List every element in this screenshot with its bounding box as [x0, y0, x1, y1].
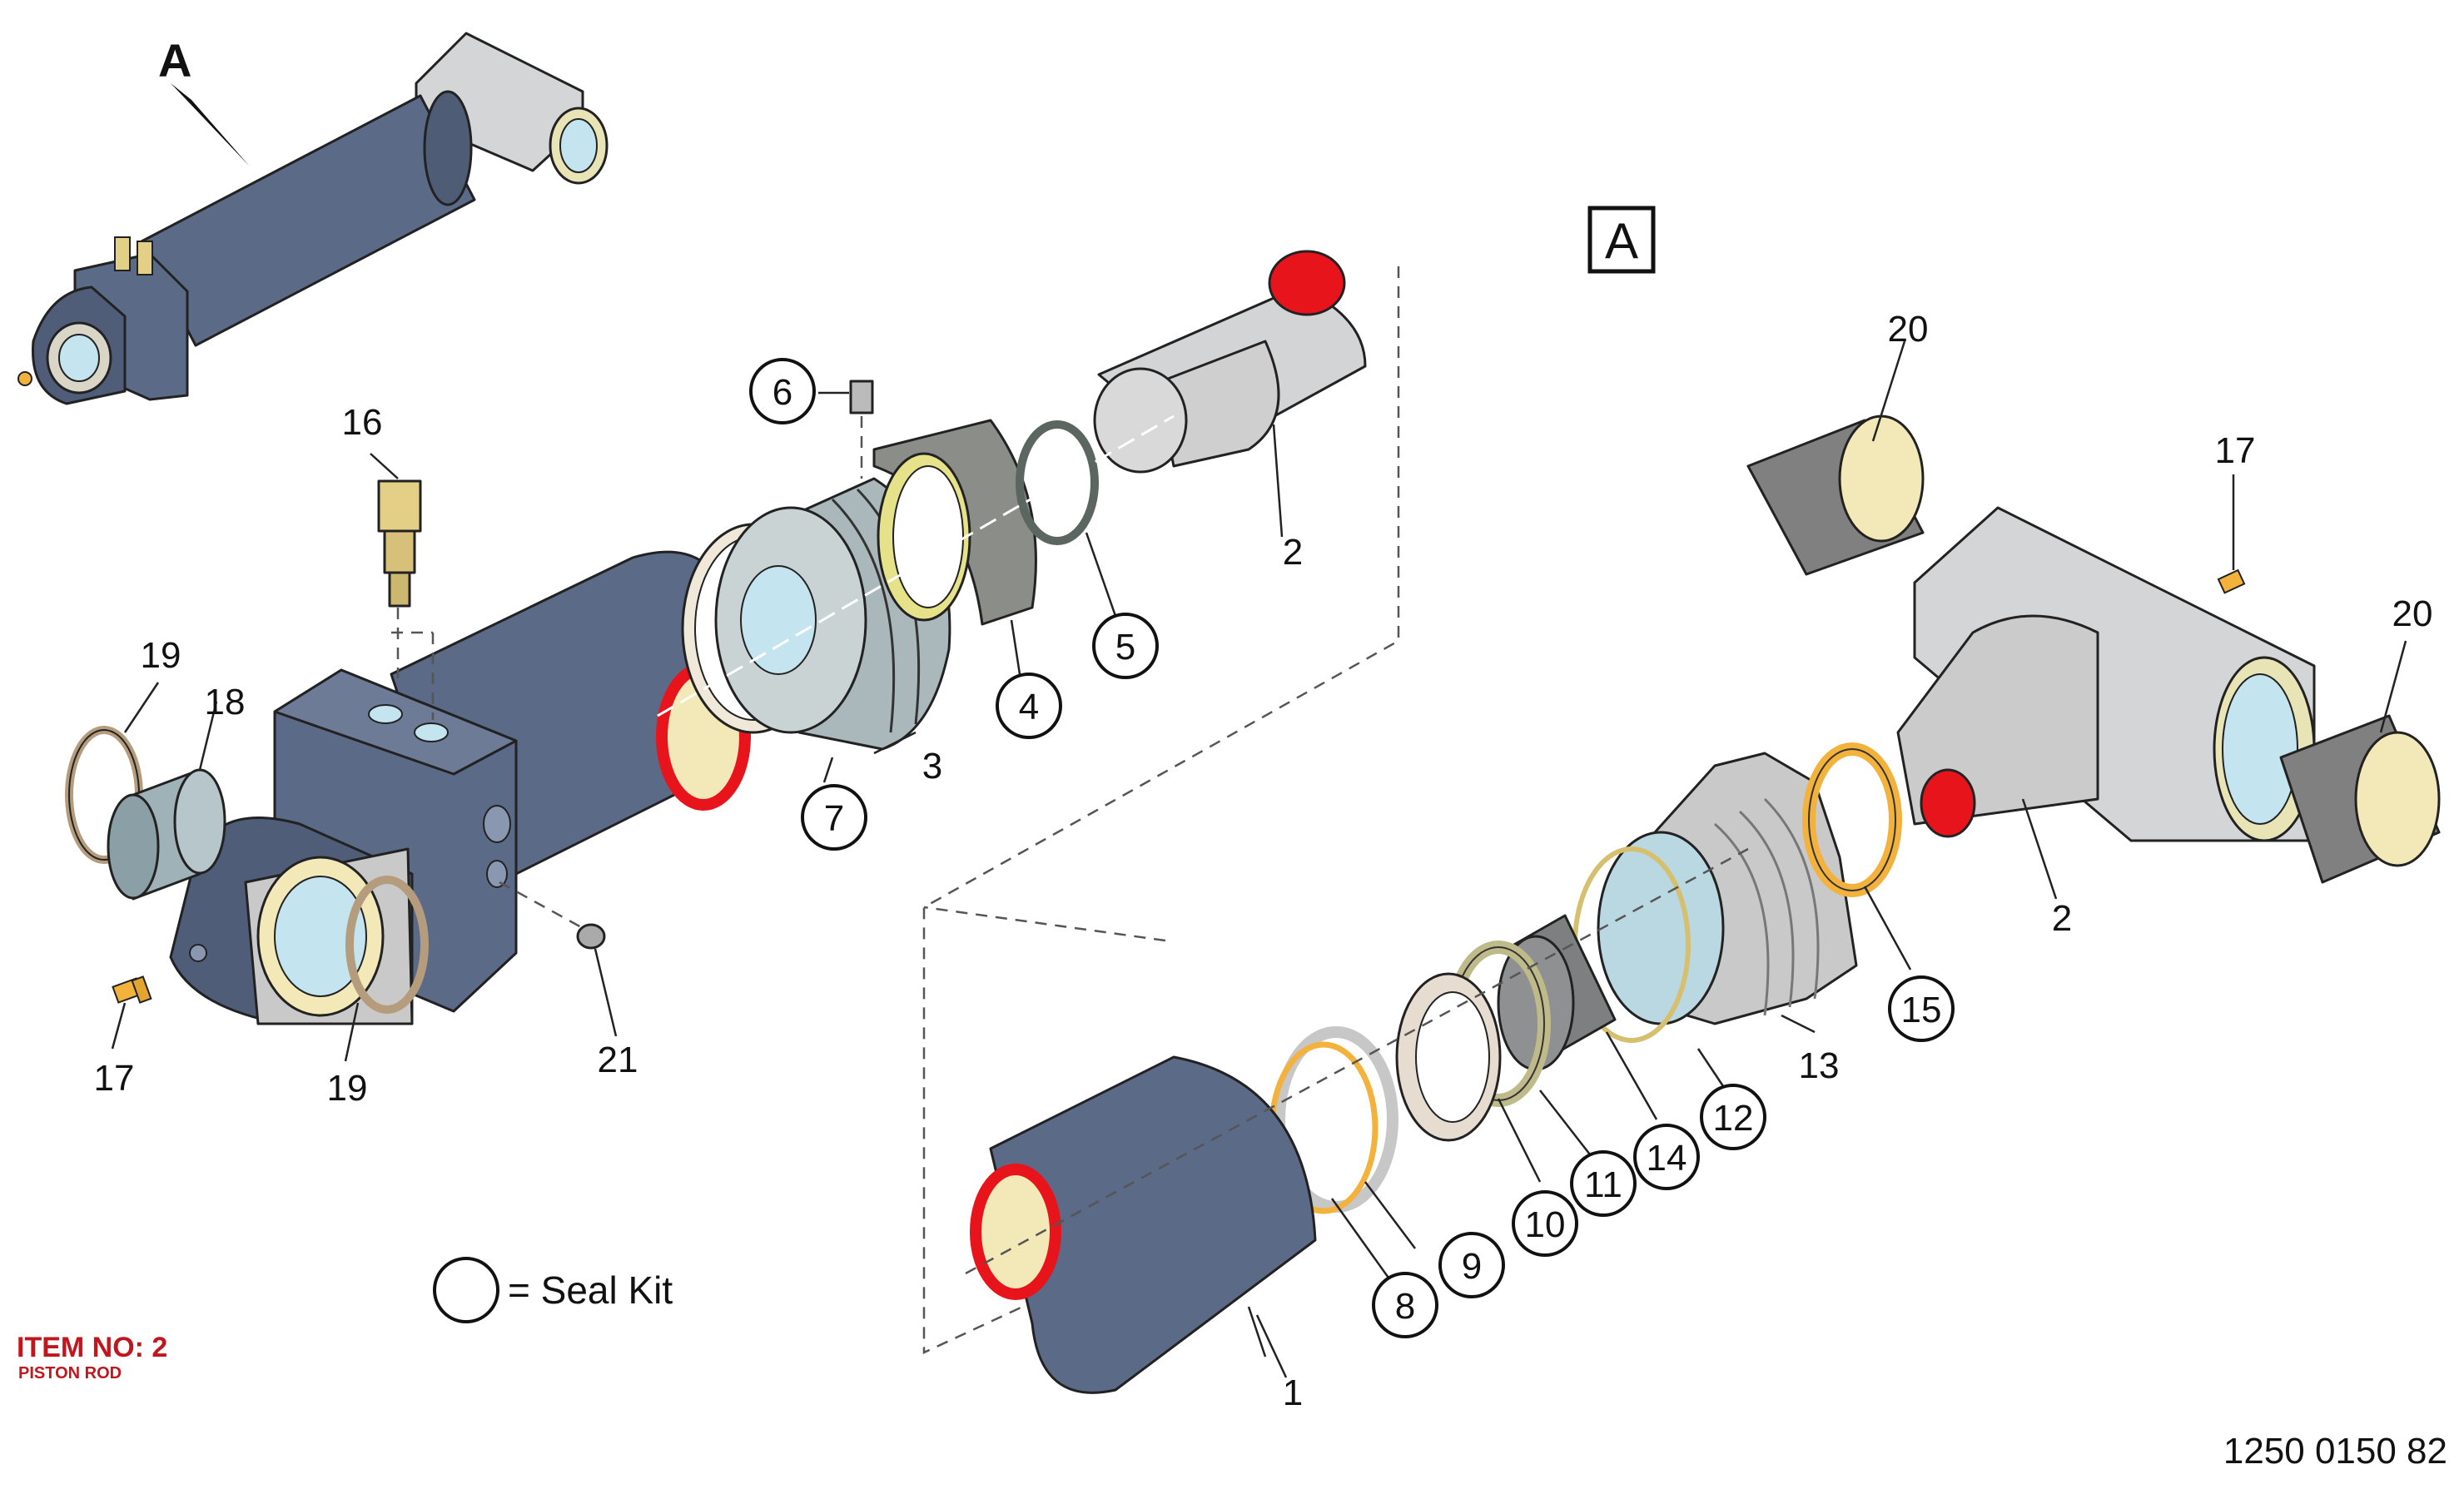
leader-lines	[111, 340, 2407, 1378]
part-15-seal	[1802, 742, 1902, 897]
part-6-set-screw	[849, 380, 874, 414]
callout-14: 14	[1647, 1138, 1687, 1179]
detail-box-label: A	[1605, 213, 1638, 269]
rod-end-tee	[1896, 506, 2316, 842]
callout-15: 15	[1901, 990, 1942, 1030]
part-20-bushing-lower	[2279, 714, 2441, 884]
callout-19-top: 19	[141, 635, 181, 676]
reference-number: 1250 0150 82	[2223, 1431, 2447, 1472]
callout-11: 11	[1584, 1164, 1622, 1205]
seal-kit-legend-circle	[433, 1257, 499, 1323]
cylinder-overview	[17, 32, 609, 405]
part-21-plug	[576, 923, 606, 950]
item-number: ITEM NO: 2	[17, 1332, 167, 1363]
callout-19-bottom: 19	[327, 1068, 368, 1109]
callout-17-left: 17	[94, 1058, 135, 1099]
callout-4: 4	[1019, 687, 1039, 727]
callout-3: 3	[922, 746, 942, 787]
part-2-piston-rod-end	[1093, 250, 1367, 474]
callout-18: 18	[205, 682, 246, 722]
seal-kit-legend-text: = Seal Kit	[508, 1268, 673, 1312]
part-20-bushing-upper	[1746, 414, 1925, 576]
part-5-o-ring	[1016, 420, 1099, 545]
part-10-washer	[1395, 972, 1502, 1142]
part-17-grease-fitting-left	[112, 975, 152, 1004]
callout-2-piston: 2	[1283, 532, 1303, 573]
callout-17-right: 17	[2215, 430, 2256, 471]
part-4-wear-ring	[872, 419, 1037, 626]
callout-21: 21	[598, 1040, 638, 1080]
callout-2-rod-end: 2	[2052, 898, 2072, 939]
seal-kit-legend: = Seal Kit	[433, 1257, 673, 1323]
view-arrow	[171, 83, 250, 166]
callout-5: 5	[1115, 627, 1135, 668]
assembly-dashed-outline	[922, 266, 1400, 1354]
clevis-housing	[169, 550, 751, 1025]
part-18-bushing	[107, 768, 226, 901]
callout-10: 10	[1525, 1204, 1566, 1245]
callout-16: 16	[342, 402, 383, 443]
part-1-cylinder-tube	[970, 1055, 1317, 1394]
callout-20-top: 20	[1888, 309, 1929, 350]
callout-9: 9	[1462, 1246, 1482, 1287]
callout-7: 7	[824, 798, 844, 839]
part-16-grease-nipple	[377, 479, 422, 608]
callout-12: 12	[1713, 1098, 1754, 1139]
part-19-retaining-ring-right	[345, 876, 429, 1014]
callout-6: 6	[772, 372, 792, 413]
callout-20-right: 20	[2392, 593, 2433, 634]
callout-13: 13	[1799, 1045, 1840, 1086]
part-17-grease-fitting-right	[2217, 568, 2246, 594]
callout-8: 8	[1395, 1286, 1415, 1327]
view-label: A	[158, 34, 191, 87]
detail-box	[1587, 206, 1656, 274]
callout-1: 1	[1283, 1372, 1303, 1413]
item-description: PISTON ROD	[18, 1364, 122, 1382]
